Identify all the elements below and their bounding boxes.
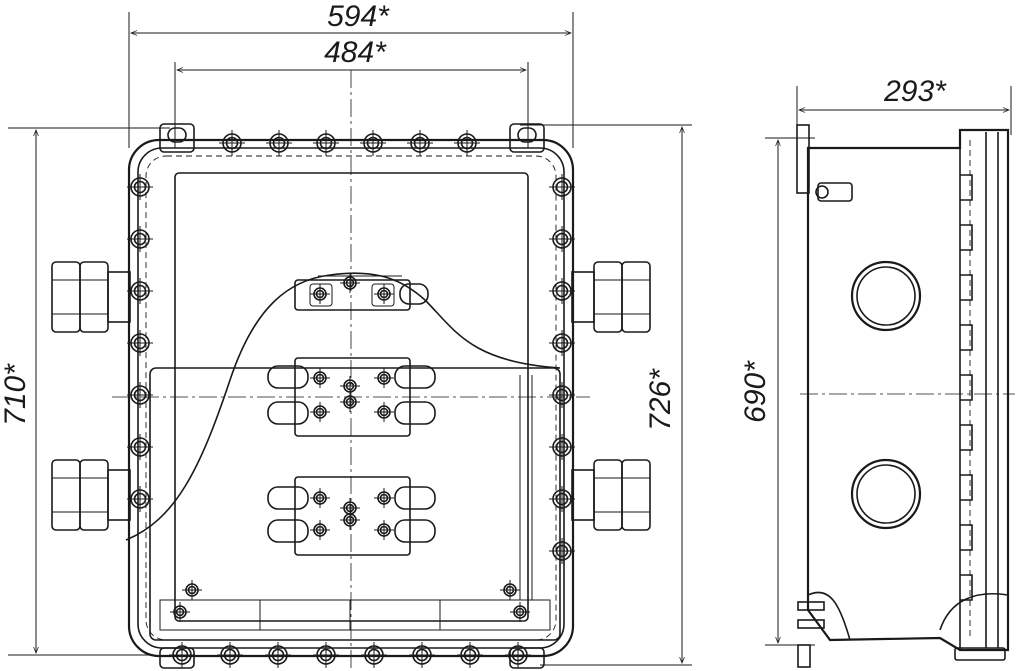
dimension-right-height: 726*	[644, 368, 677, 431]
bolt-right	[549, 278, 575, 304]
terminal-screw	[340, 392, 360, 412]
flange-bolts	[127, 130, 575, 668]
dimension-side-depth: 293*	[883, 75, 947, 108]
terminal-screw	[310, 520, 330, 540]
terminal-screw	[310, 402, 330, 422]
bolt-bottom	[265, 642, 291, 668]
bolt-bottom	[217, 642, 243, 668]
bolt-top	[266, 130, 292, 156]
terminal-screw	[170, 602, 190, 622]
bolt-top	[454, 130, 480, 156]
side-entry-hole-lower	[850, 458, 922, 530]
bolt-right	[549, 330, 575, 356]
terminal-screw	[310, 488, 330, 508]
bolt-bottom	[409, 642, 435, 668]
terminal-screw	[510, 602, 530, 622]
cable-gland-left-bottom	[51, 459, 131, 531]
bolt-top	[219, 130, 245, 156]
bolt-left	[127, 226, 153, 252]
terminal-screw	[374, 368, 394, 388]
terminal-screw	[340, 510, 360, 530]
bolt-top	[407, 130, 433, 156]
terminal-screw	[374, 284, 394, 304]
bolt-right	[549, 486, 575, 512]
bolt-right	[549, 434, 575, 460]
dimension-side-height: 690*	[739, 360, 772, 423]
terminal-screw	[182, 580, 202, 600]
cable-gland-right-bottom	[571, 459, 651, 531]
bolt-right	[549, 174, 575, 200]
bolt-bottom	[361, 642, 387, 668]
terminal-screw	[310, 284, 330, 304]
bolt-bottom	[457, 642, 483, 668]
terminal-screws	[170, 273, 530, 622]
bolt-right	[549, 226, 575, 252]
terminal-screw	[374, 520, 394, 540]
side-view	[796, 124, 1015, 668]
side-entry-hole-upper	[850, 260, 922, 332]
terminal-screw	[374, 488, 394, 508]
bolt-right	[549, 538, 575, 564]
terminal-screw	[340, 273, 360, 293]
bolt-top	[360, 130, 386, 156]
cable-gland-left-top	[51, 261, 131, 333]
cable-gland-right-top	[571, 261, 651, 333]
terminal-block-middle	[267, 357, 436, 437]
front-view	[51, 70, 651, 669]
bolt-bottom	[169, 642, 195, 668]
bolt-left	[127, 486, 153, 512]
dimension-lines	[8, 12, 1012, 666]
bolt-left	[127, 330, 153, 356]
terminal-screw	[374, 402, 394, 422]
bolt-bottom	[505, 642, 531, 668]
bolt-left	[127, 278, 153, 304]
terminal-screw	[310, 368, 330, 388]
bolt-left	[127, 174, 153, 200]
dimension-mount-width: 484*	[324, 36, 387, 69]
terminal-screw	[500, 580, 520, 600]
bolt-left	[127, 382, 153, 408]
terminal-block-top	[294, 275, 429, 311]
bolt-bottom	[313, 642, 339, 668]
terminal-block-bottom	[267, 476, 436, 556]
bolt-left	[127, 434, 153, 460]
bolt-right	[549, 382, 575, 408]
dimension-overall-width: 594*	[327, 0, 390, 33]
bolt-top	[313, 130, 339, 156]
dimension-left-height: 710*	[0, 363, 32, 426]
